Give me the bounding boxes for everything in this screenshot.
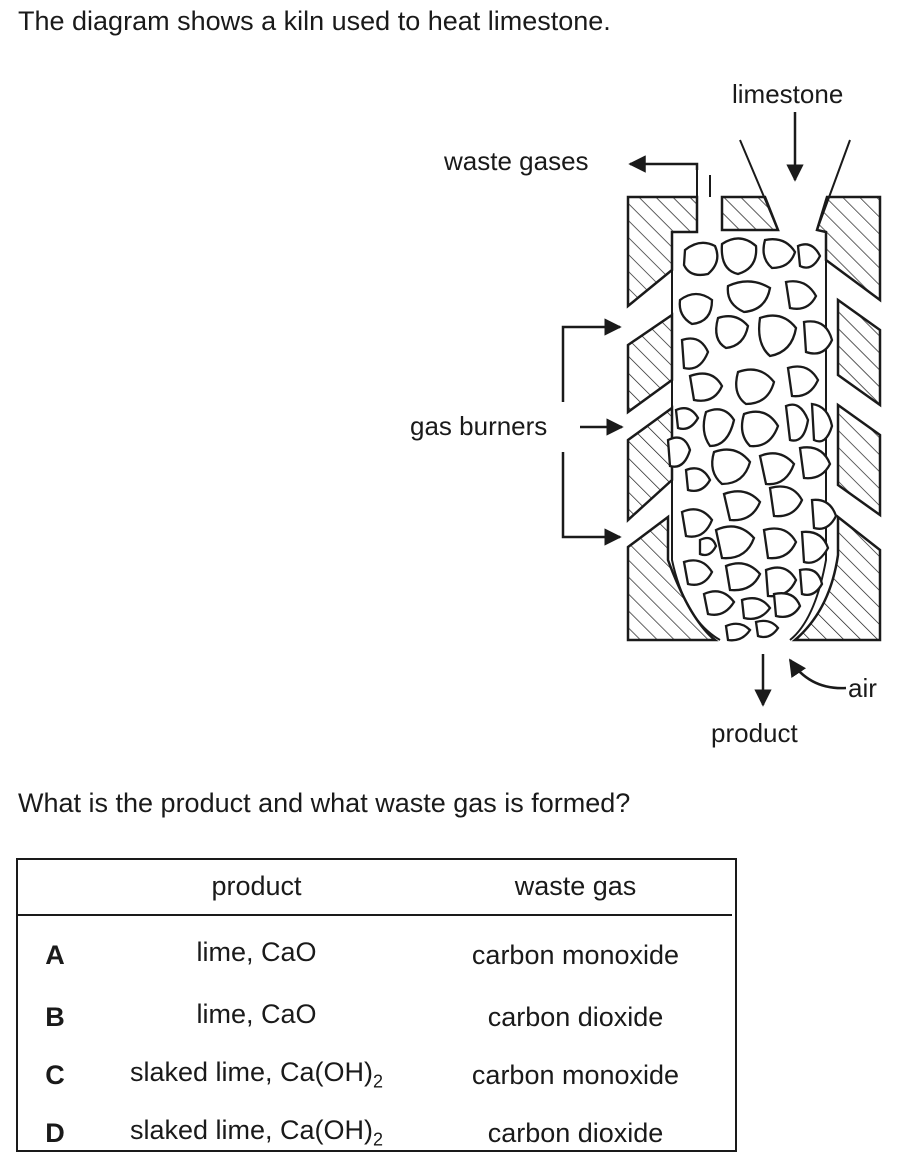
option-product: slaked lime, Ca(OH)2: [129, 1115, 384, 1150]
limestone-lumps: [666, 237, 838, 642]
waste-gas-chimney: [696, 170, 711, 197]
option-waste-gas: carbon monoxide: [471, 1059, 680, 1090]
kiln-diagram: limestone waste gases gas burners air pr…: [410, 79, 882, 748]
air-arrow: [788, 658, 847, 690]
wall-left-1: [626, 312, 674, 415]
option-letter[interactable]: C: [45, 1059, 65, 1090]
wall-right-3: [791, 514, 882, 642]
wall-top-center: [720, 195, 780, 232]
question-text: What is the product and what waste gas i…: [18, 788, 631, 818]
label-limestone: limestone: [732, 79, 843, 109]
label-product: product: [711, 718, 798, 748]
option-waste-gas: carbon monoxide: [471, 939, 680, 970]
wall-right-2: [836, 402, 882, 518]
header-empty-cell: [16, 858, 94, 916]
option-product: lime, CaO: [196, 998, 317, 1029]
option-product: lime, CaO: [196, 936, 317, 967]
gas-burners-arrow-top: [561, 318, 622, 402]
answer-table: product waste gas A lime, CaO carbon mon…: [16, 858, 732, 1162]
table-row: A lime, CaO carbon monoxide: [16, 915, 732, 988]
option-product: slaked lime, Ca(OH)2: [129, 1057, 384, 1092]
header-waste-gas: waste gas: [419, 858, 732, 916]
wall-left-2: [626, 405, 674, 523]
option-letter[interactable]: D: [45, 1117, 65, 1148]
option-letter[interactable]: A: [45, 939, 65, 970]
gas-burners-arrow-bottom: [561, 452, 622, 546]
label-waste-gases: waste gases: [443, 146, 589, 176]
table-row: C slaked lime, Ca(OH)2 carbon monoxide: [16, 1046, 732, 1104]
option-waste-gas: carbon dioxide: [487, 1117, 664, 1148]
wall-right-1: [836, 297, 882, 408]
intro-text: The diagram shows a kiln used to heat li…: [18, 6, 611, 36]
limestone-hopper: [739, 139, 851, 231]
header-product: product: [94, 858, 419, 916]
table-header-row: product waste gas: [16, 858, 732, 916]
option-waste-gas: carbon dioxide: [487, 1001, 664, 1032]
table-row: B lime, CaO carbon dioxide: [16, 988, 732, 1046]
label-gas-burners: gas burners: [410, 411, 547, 441]
table-row: D slaked lime, Ca(OH)2 carbon dioxide: [16, 1104, 732, 1162]
chamber-inner-outline: [671, 232, 827, 641]
option-letter[interactable]: B: [45, 1001, 65, 1032]
label-air: air: [848, 673, 877, 703]
waste-gases-arrow: [628, 155, 699, 173]
